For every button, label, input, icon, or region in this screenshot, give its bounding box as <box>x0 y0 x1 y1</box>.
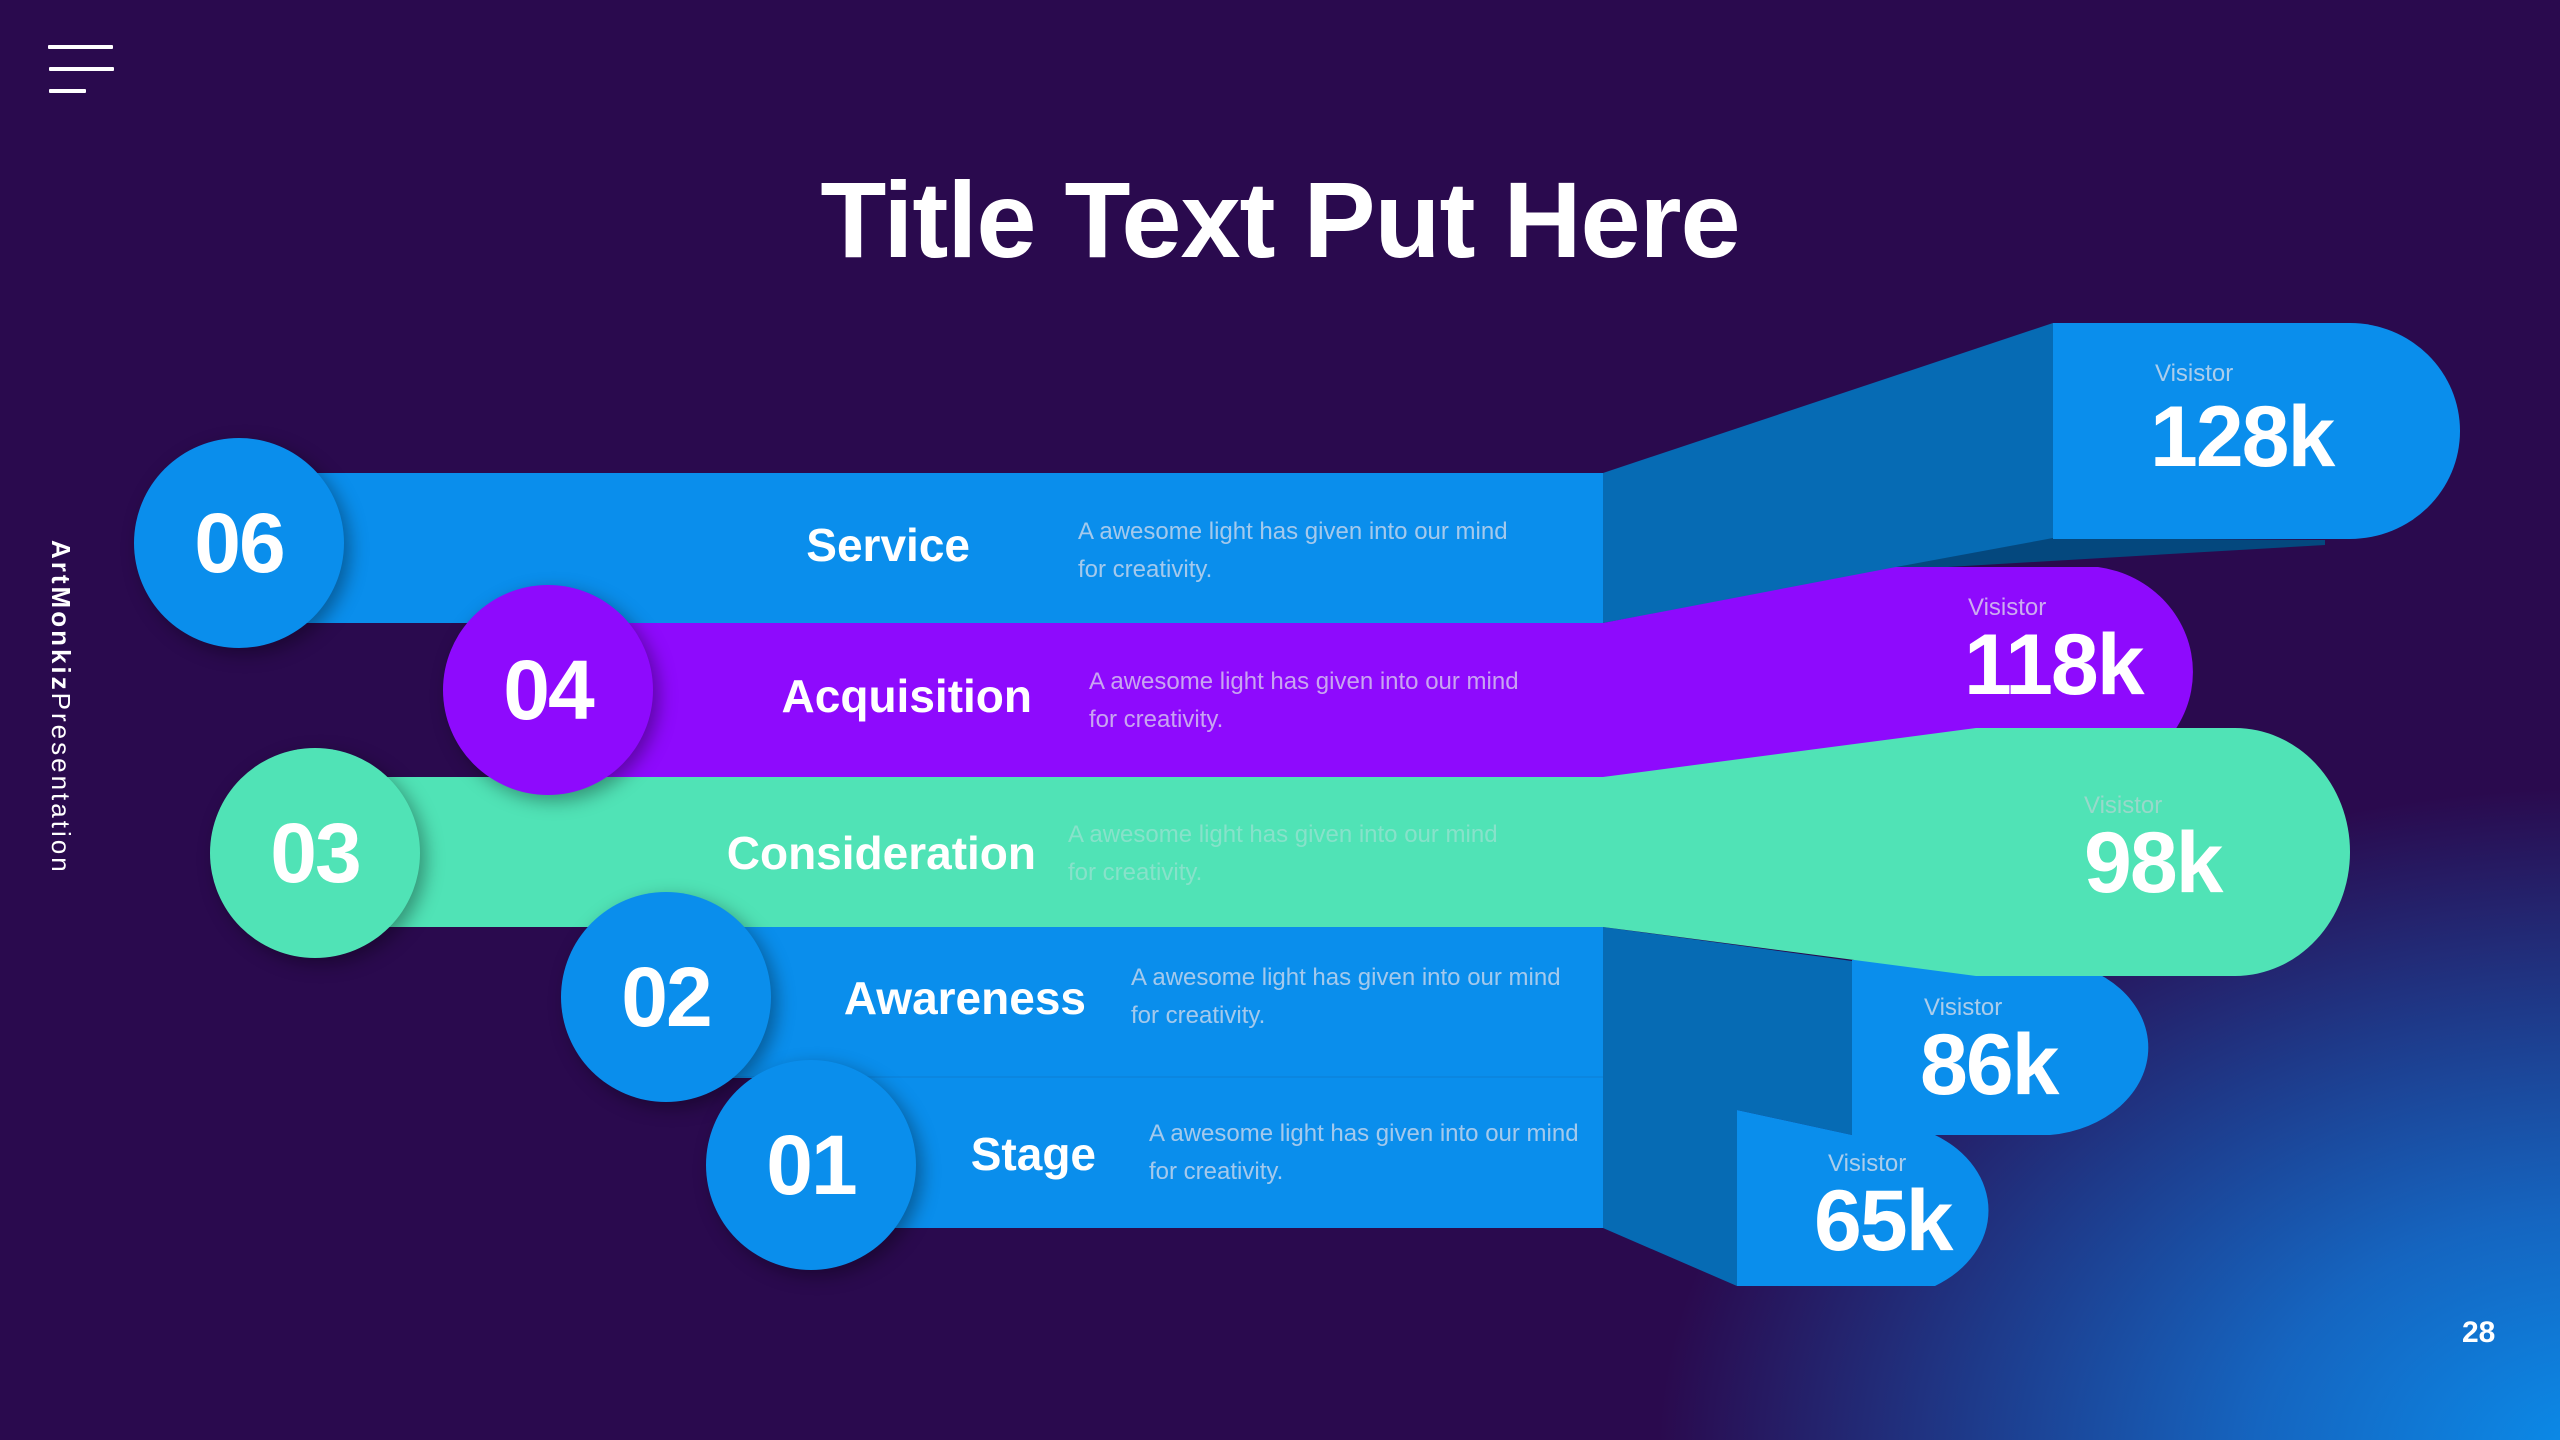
visitor-label-acquisition: Visistor <box>1968 594 2047 621</box>
visitor-label-awareness: Visistor <box>1924 994 2003 1021</box>
service-under-face <box>1896 538 2325 570</box>
page-number: 28 <box>2462 1316 2496 1349</box>
stage-number-06: 06 <box>134 438 344 648</box>
stage-label-acquisition: Acquisition <box>781 670 1032 722</box>
stage-label-stage: Stage <box>970 1128 1096 1180</box>
service-visitor-panel <box>2053 323 2460 539</box>
visitor-count-consideration: 98k <box>2084 815 2223 911</box>
stage-visitor-panel <box>1737 1110 1989 1286</box>
stage-number-02: 02 <box>561 892 771 1102</box>
acquisition-shape <box>545 567 2193 777</box>
slide-title: Title Text Put Here <box>820 159 1740 280</box>
stage-description-awareness: A awesome light has given into our mind … <box>1131 964 1561 1029</box>
stage-label-consideration: Consideration <box>726 827 1036 879</box>
stage-number-01: 01 <box>706 1060 916 1270</box>
stage-description-consideration: A awesome light has given into our mind … <box>1068 821 1498 886</box>
menu-line <box>48 45 113 49</box>
visitor-count-acquisition: 118k <box>1964 617 2145 713</box>
visitor-count-stage: 65k <box>1814 1173 1953 1269</box>
awareness-visitor-panel <box>1852 960 2149 1135</box>
menu-line <box>49 67 114 71</box>
awareness-bar <box>660 927 1603 1077</box>
stage-number-03: 03 <box>210 748 420 958</box>
stage-description-stage: A awesome light has given into our mind … <box>1149 1120 1579 1185</box>
stage-number-04: 04 <box>443 585 653 795</box>
consideration-shape <box>310 728 2350 976</box>
visitor-label-stage: Visistor <box>1828 1150 1907 1177</box>
stage-description-service: A awesome light has given into our mind … <box>1078 518 1508 583</box>
stage-description-acquisition: A awesome light has given into our mind … <box>1089 668 1519 733</box>
visitor-count-service: 128k <box>2150 389 2335 485</box>
menu-line <box>49 89 86 93</box>
service-side-face <box>1603 323 2053 623</box>
stage-bar <box>810 1077 1603 1228</box>
stage-label-service: Service <box>806 519 970 571</box>
visitor-label-consideration: Visistor <box>2084 792 2163 819</box>
hamburger-menu-icon[interactable] <box>44 40 120 100</box>
awareness-stage-side-face <box>1603 927 1852 1286</box>
visitor-count-awareness: 86k <box>1920 1017 2059 1113</box>
visitor-label-service: Visistor <box>2155 360 2234 387</box>
stage-label-awareness: Awareness <box>843 972 1086 1024</box>
